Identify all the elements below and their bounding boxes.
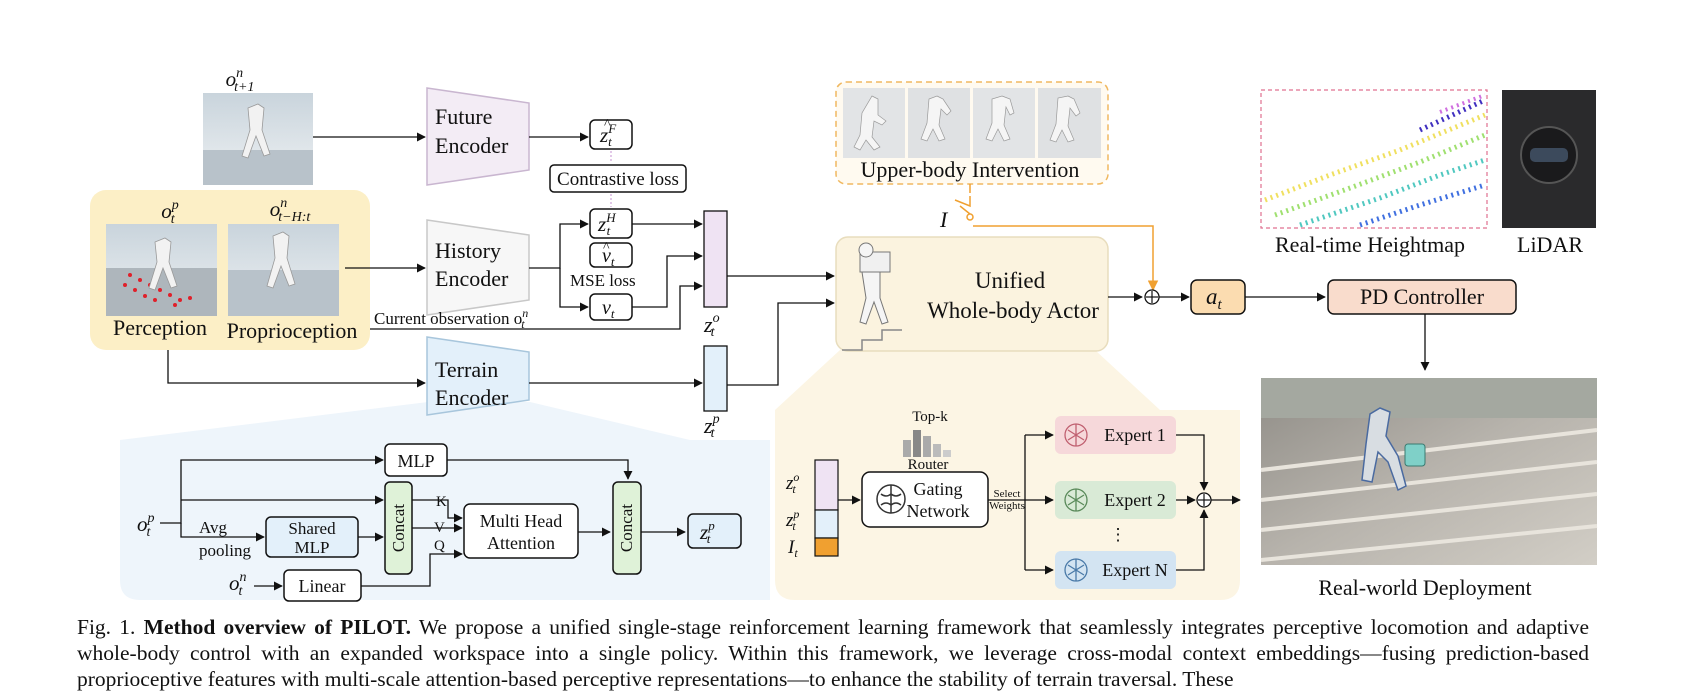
shared-mlp-label-line2: MLP: [295, 538, 330, 557]
mlp-label: MLP: [397, 451, 434, 471]
proprioception-image: [228, 224, 339, 316]
expert-2: Expert 2: [1055, 481, 1176, 519]
heightmap-image: [1260, 89, 1488, 229]
unified-whole-body-actor: [835, 236, 1109, 352]
topk-label: Top-k: [912, 409, 948, 425]
estimated-velocity-symbol: vt: [602, 245, 615, 269]
pd-controller-label: PD Controller: [1360, 284, 1485, 309]
value-label: V: [434, 520, 445, 536]
expert-1: Expert 1: [1055, 416, 1176, 454]
multi-head-attention-box: [463, 503, 579, 559]
router-bar-icon: [903, 430, 951, 457]
contrastive-loss-label: Contrastive loss: [557, 169, 679, 190]
select-weights-line2: Weights: [989, 500, 1025, 512]
heightmap-label: Real-time Heightmap: [1275, 232, 1465, 257]
proprioception-label: Proprioception: [227, 318, 358, 343]
future-latent-hat: ^: [604, 117, 611, 132]
svg-text:Future: Future: [435, 104, 492, 129]
svg-text:Encoder: Encoder: [435, 133, 509, 158]
select-weights-line1: Select: [994, 488, 1021, 500]
gating-label-line1: Gating: [914, 479, 963, 499]
moe-intervention-symbol: It: [787, 537, 798, 560]
svg-text:Encoder: Encoder: [435, 266, 509, 291]
concat-box-2: [612, 481, 642, 575]
svg-text:Expert 2: Expert 2: [1104, 490, 1165, 510]
svg-text:History: History: [435, 238, 501, 263]
actor-robot-icon: [842, 242, 902, 351]
deployment-image: [1260, 378, 1598, 565]
perception-label: Perception: [113, 315, 207, 340]
contrastive-loss-box: [549, 164, 687, 193]
brain-icon: [876, 484, 906, 514]
router-label: Router: [908, 457, 949, 473]
avg-pooling-label-line1: Avg: [199, 518, 228, 537]
linear-box: [283, 569, 362, 602]
concat-label-1: Concat: [389, 504, 408, 552]
mse-loss-label: MSE loss: [570, 271, 636, 290]
mha-label-line2: Attention: [487, 533, 555, 553]
future-encoder: Future Encoder: [426, 87, 530, 186]
svg-text:Terrain: Terrain: [435, 357, 498, 382]
intervention-frames: [843, 88, 1101, 158]
velocity-symbol: vt: [602, 297, 615, 321]
caption-figure-number: Fig. 1.: [77, 615, 136, 639]
caption-title: Method overview of PILOT.: [143, 615, 411, 639]
action-symbol: at: [1206, 284, 1223, 313]
observation-embedding-column: [703, 210, 728, 308]
actor-label-line1: Unified: [975, 268, 1046, 293]
history-encoder: History Encoder: [426, 219, 530, 316]
upper-body-intervention-label: Upper-body Intervention: [861, 157, 1080, 182]
future-latent-box: [589, 119, 633, 150]
deployment-label: Real-world Deployment: [1318, 575, 1531, 600]
avg-pooling-label-line2: pooling: [199, 541, 251, 560]
terrain-encoder: Terrain Encoder: [426, 336, 530, 416]
pd-controller-box: [1327, 279, 1517, 315]
heightmap-points: [1264, 93, 1487, 228]
key-label: K: [436, 494, 447, 510]
expert-n: Expert N: [1055, 551, 1176, 589]
expert-ellipsis: ⋮: [1110, 525, 1127, 544]
perception-image: [106, 224, 217, 316]
actor-label-line2: Whole-body Actor: [927, 298, 1099, 323]
future-observation-image: [203, 93, 313, 185]
lidar-label: LiDAR: [1517, 232, 1583, 257]
estimated-velocity-hat: ^: [603, 240, 610, 255]
query-label: Q: [434, 538, 445, 554]
attention-output-box: [687, 513, 742, 549]
perception-embedding-column: [703, 345, 728, 412]
estimated-velocity-box: [589, 242, 633, 268]
svg-text:Expert 1: Expert 1: [1104, 425, 1165, 445]
linear-label: Linear: [299, 576, 346, 596]
mha-label-line1: Multi Head: [480, 511, 563, 531]
concat-label-2: Concat: [617, 504, 636, 552]
intervention-symbol: I: [939, 207, 949, 232]
caption-body: We propose a unified single-stage reinfo…: [77, 615, 1589, 691]
moe-input-stack: [814, 459, 839, 557]
shared-mlp-label-line1: Shared: [288, 519, 336, 538]
svg-text:Expert N: Expert N: [1102, 560, 1167, 580]
svg-text:Encoder: Encoder: [435, 385, 509, 410]
gating-label-line2: Network: [907, 501, 970, 521]
figure-caption: Fig. 1. Method overview of PILOT. We pro…: [77, 614, 1589, 692]
moe-detail-panel: [775, 350, 1240, 600]
